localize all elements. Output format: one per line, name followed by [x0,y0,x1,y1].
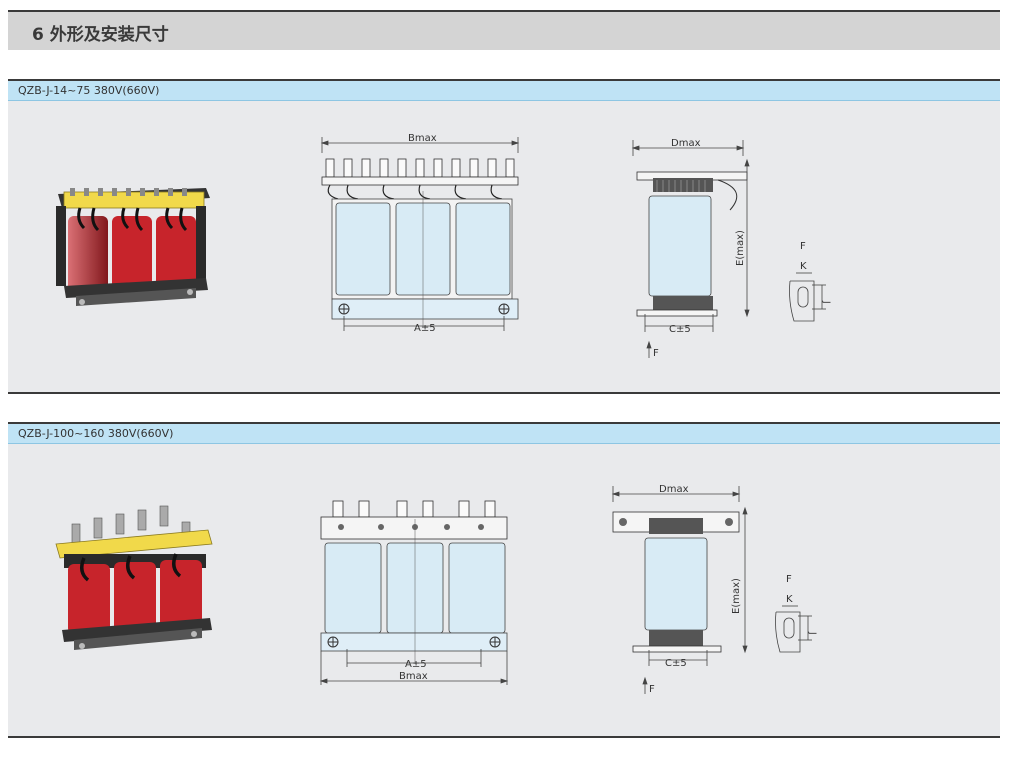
detail-j-label: J [821,300,831,304]
panel-title: QZB-J-100~160 380V(660V) [18,427,174,440]
section-header: 6 外形及安装尺寸 [8,10,1000,50]
panel-title: QZB-J-14~75 380V(660V) [18,84,160,97]
panel-qzb-100-160: QZB-J-100~160 380V(660V) [8,422,1000,738]
a-tolerance-label: A±5 [414,323,436,334]
panel-title-bar: QZB-J-14~75 380V(660V) [8,81,1000,101]
detail-f-label: F [800,241,806,252]
dmax-label: Dmax [659,484,689,495]
dmax-label: Dmax [671,138,701,149]
transformer-photo [56,188,210,306]
detail-k-label: K [800,261,807,272]
transformer-photo [55,505,213,650]
section-title: 6 外形及安装尺寸 [32,25,169,45]
bmax-label: Bmax [408,133,437,144]
front-view-drawing: Bmax A±5 [320,133,520,334]
detail-f-label: F [786,574,792,585]
f-arrow-label: F [649,684,655,695]
mounting-slot-detail: F K J [775,574,817,653]
c-tolerance-label: C±5 [665,658,687,669]
side-view-drawing: Dmax E(max) C±5 F [611,484,748,695]
f-arrow-label: F [653,348,659,359]
emax-label: E(max) [735,230,746,266]
detail-j-label: J [807,631,817,635]
detail-k-label: K [786,594,793,605]
mounting-slot-detail: F K J [789,241,831,322]
a-tolerance-label: A±5 [405,659,427,670]
side-view-drawing: Dmax E(max) C±5 F [631,138,750,359]
front-view-drawing: A±5 Bmax [319,500,509,685]
bmax-label: Bmax [399,671,428,682]
panel-qzb-14-75: QZB-J-14~75 380V(660V) Bmax [8,79,1000,394]
c-tolerance-label: C±5 [669,324,691,335]
panel-title-bar: QZB-J-100~160 380V(660V) [8,424,1000,444]
emax-label: E(max) [731,578,742,614]
